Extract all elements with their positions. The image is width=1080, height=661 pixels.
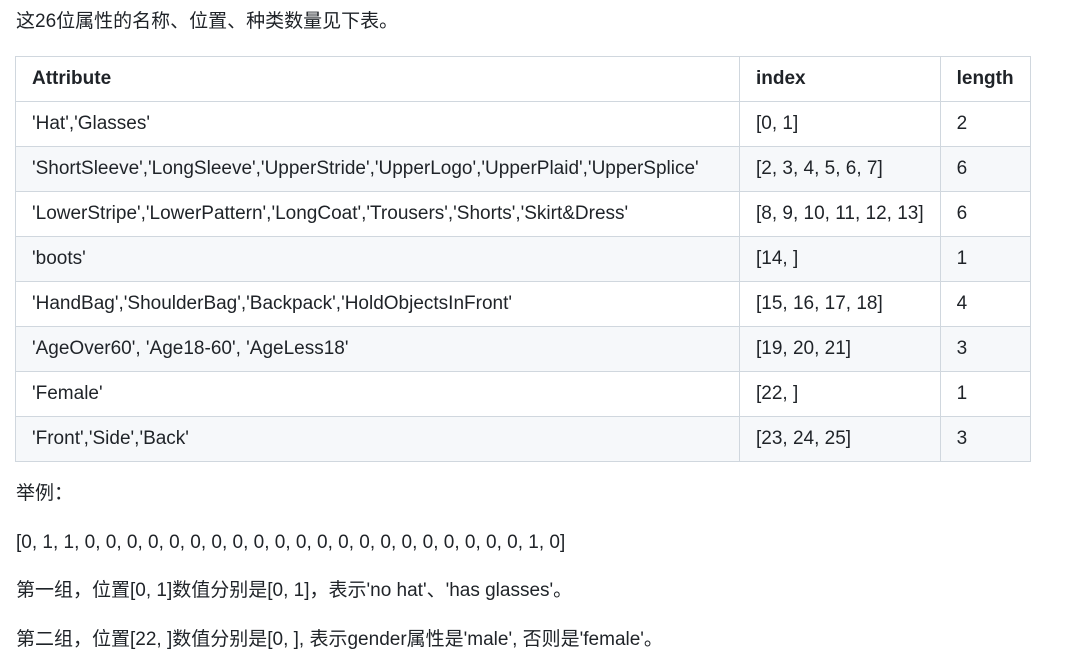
attribute-cell: 'Hat','Glasses': [15, 101, 740, 147]
table-row: 'Hat','Glasses' [0, 1] 2: [15, 101, 1031, 147]
table-row: 'HandBag','ShoulderBag','Backpack','Hold…: [15, 281, 1031, 327]
index-cell: [19, 20, 21]: [739, 326, 941, 372]
table-row: 'ShortSleeve','LongSleeve','UpperStride'…: [15, 146, 1031, 192]
length-cell: 1: [939, 236, 1031, 282]
index-cell: [15, 16, 17, 18]: [739, 281, 941, 327]
header-attribute: Attribute: [15, 56, 740, 102]
example-label: 举例：: [16, 483, 74, 504]
length-cell: 2: [939, 101, 1031, 147]
table-row: 'AgeOver60', 'Age18-60', 'AgeLess18' [19…: [15, 326, 1031, 372]
example-vector: [0, 1, 1, 0, 0, 0, 0, 0, 0, 0, 0, 0, 0, …: [16, 532, 566, 553]
index-cell: [8, 9, 10, 11, 12, 13]: [739, 191, 941, 237]
index-cell: [22, ]: [739, 371, 941, 417]
length-cell: 6: [939, 191, 1031, 237]
length-cell: 1: [939, 371, 1031, 417]
attribute-cell: 'LowerStripe','LowerPattern','LongCoat',…: [15, 191, 740, 237]
index-cell: [0, 1]: [739, 101, 941, 147]
table-header-row: Attribute index length: [15, 56, 1031, 102]
length-cell: 3: [939, 326, 1031, 372]
intro-text: 这26位属性的名称、位置、种类数量见下表。: [16, 11, 399, 32]
length-cell: 3: [939, 416, 1031, 462]
group-one-explanation: 第一组，位置[0, 1]数值分别是[0, 1]，表示'no hat'、'has …: [16, 580, 573, 601]
table-row: 'boots' [14, ] 1: [15, 236, 1031, 282]
length-cell: 4: [939, 281, 1031, 327]
table-row: 'Female' [22, ] 1: [15, 371, 1031, 417]
header-length: length: [939, 56, 1031, 102]
attribute-cell: 'HandBag','ShoulderBag','Backpack','Hold…: [15, 281, 740, 327]
table-row: 'LowerStripe','LowerPattern','LongCoat',…: [15, 191, 1031, 237]
header-index: index: [739, 56, 941, 102]
attribute-cell: 'Front','Side','Back': [15, 416, 740, 462]
attribute-cell: 'AgeOver60', 'Age18-60', 'AgeLess18': [15, 326, 740, 372]
index-cell: [2, 3, 4, 5, 6, 7]: [739, 146, 941, 192]
attribute-table: Attribute index length 'Hat','Glasses' […: [15, 56, 1031, 462]
attribute-cell: 'Female': [15, 371, 740, 417]
index-cell: [14, ]: [739, 236, 941, 282]
length-cell: 6: [939, 146, 1031, 192]
group-two-explanation: 第二组，位置[22, ]数值分别是[0, ], 表示gender属性是'male…: [16, 629, 663, 650]
attribute-cell: 'boots': [15, 236, 740, 282]
attribute-cell: 'ShortSleeve','LongSleeve','UpperStride'…: [15, 146, 740, 192]
table-row: 'Front','Side','Back' [23, 24, 25] 3: [15, 416, 1031, 462]
index-cell: [23, 24, 25]: [739, 416, 941, 462]
